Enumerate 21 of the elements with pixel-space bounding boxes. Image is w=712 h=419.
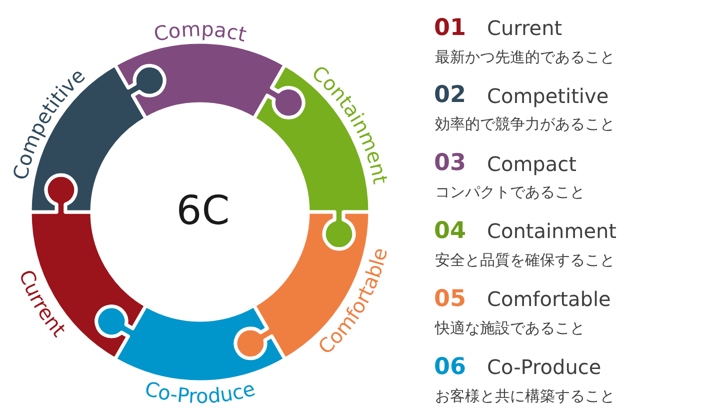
item-description: 快適な施設であること (435, 320, 585, 336)
item-title: Comfortable (487, 289, 611, 310)
item-title: Compact (487, 154, 576, 174)
item-title: Competitive (487, 86, 609, 106)
item-number: 03 (434, 152, 466, 176)
center-title: 6C (176, 191, 230, 231)
item-number: 05 (434, 288, 466, 311)
item-description: お客様と共に構築すること (435, 388, 615, 404)
item-title: Containment (487, 221, 617, 242)
item-description: コンパクトであること (435, 185, 585, 200)
item-title: Current (487, 18, 562, 38)
item-description: 最新かつ先進的であること (435, 50, 615, 64)
item-title: Co-Produce (487, 357, 602, 377)
item-number: 01 (434, 16, 466, 40)
piece-label: Co-Produce (142, 376, 258, 408)
item-number: 06 (434, 356, 466, 378)
item-number: 04 (434, 220, 466, 243)
item-description: 効率的で競争力があること (435, 117, 615, 132)
piece-label: Compact (152, 16, 249, 46)
item-number: 02 (434, 84, 466, 108)
item-description: 安全と品質を確保すること (435, 252, 615, 268)
